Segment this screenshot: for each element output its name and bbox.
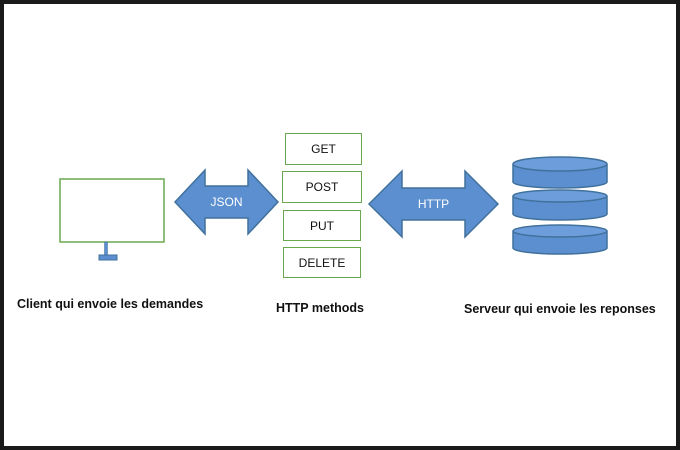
http-arrow: HTTP xyxy=(367,169,500,239)
method-box-post: POST xyxy=(282,171,362,203)
method-box-get: GET xyxy=(285,133,362,165)
methods-label: HTTP methods xyxy=(276,301,364,315)
json-arrow: JSON xyxy=(173,168,280,236)
monitor-icon xyxy=(59,178,165,261)
client-label: Client qui envoie les demandes xyxy=(17,297,204,311)
method-box-put: PUT xyxy=(283,210,361,241)
database-icon xyxy=(512,156,608,255)
http-arrow-label: HTTP xyxy=(418,197,449,211)
json-arrow-label: JSON xyxy=(210,195,242,209)
server-label: Serveur qui envoie les reponses xyxy=(464,302,656,316)
method-box-delete: DELETE xyxy=(283,247,361,278)
